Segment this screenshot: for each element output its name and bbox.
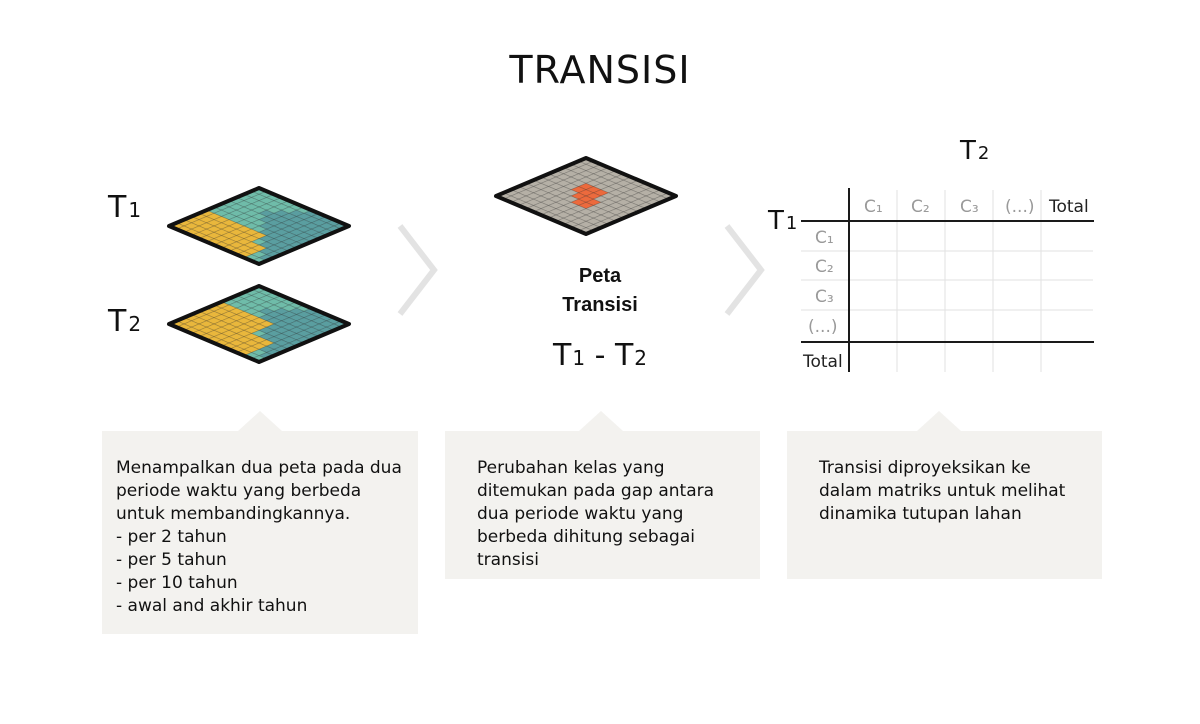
description-line: - per 10 tahun — [116, 573, 238, 593]
matrix-col-axis-letter: T — [960, 136, 976, 166]
period-sep: - — [585, 338, 615, 373]
matrix-col-axis-sub: 2 — [977, 143, 990, 164]
description-line: dalam matriks untuk melihat — [819, 481, 1066, 501]
transition-map-title-line2: Transisi — [562, 294, 638, 316]
description-line: berbeda dihitung sebagai — [477, 527, 695, 547]
description-text: Transisi diproyeksikan ke dalam matriks … — [819, 457, 1065, 526]
description-line: dinamika tutupan lahan — [819, 504, 1022, 524]
map-t1 — [167, 186, 351, 266]
matrix-row-header-total: Total — [803, 352, 843, 372]
t2-sub: 2 — [128, 312, 142, 336]
description-line: ditemukan pada gap antara — [477, 481, 715, 501]
map-transition — [494, 156, 678, 236]
description-text: Perubahan kelas yang ditemukan pada gap … — [477, 457, 714, 572]
matrix-row-header: C₂ — [815, 257, 834, 277]
description-text: Menampalkan dua peta pada dua periode wa… — [116, 457, 402, 618]
matrix-col-header: C₁ — [864, 197, 883, 217]
box-pointer — [917, 411, 961, 431]
matrix-col-header-total: Total — [1049, 197, 1089, 217]
description-line: periode waktu yang berbeda — [116, 481, 362, 501]
t2-letter: T — [108, 304, 127, 339]
description-box-matrix: Transisi diproyeksikan ke dalam matriks … — [787, 411, 1102, 579]
box-pointer — [238, 411, 282, 431]
matrix-row-header: C₁ — [815, 228, 834, 248]
chevron-right-icon — [397, 224, 438, 316]
page-title: TRANSISI — [509, 48, 691, 92]
description-line: - awal and akhir tahun — [116, 596, 308, 616]
description-line: - per 2 tahun — [116, 527, 227, 547]
matrix-row-header: C₃ — [815, 287, 834, 307]
chevron-right-icon — [724, 224, 765, 316]
transition-map-title: Peta Transisi — [480, 262, 720, 320]
period-a-sub: 1 — [572, 346, 586, 370]
description-line: Perubahan kelas yang — [477, 458, 665, 478]
period-b: T — [614, 338, 634, 373]
description-box-overlay: Menampalkan dua peta pada dua periode wa… — [102, 411, 418, 634]
transition-map-title-line1: Peta — [578, 265, 622, 287]
description-line: Transisi diproyeksikan ke — [819, 458, 1031, 478]
period-a: T — [552, 338, 572, 373]
matrix-row-axis-sub: 1 — [785, 213, 798, 234]
period-b-sub: 2 — [634, 346, 648, 370]
description-line: - per 5 tahun — [116, 550, 227, 570]
description-box-transition: Perubahan kelas yang ditemukan pada gap … — [445, 411, 760, 579]
map-t2 — [167, 284, 351, 364]
t1-letter: T — [108, 190, 127, 225]
box-pointer — [579, 411, 623, 431]
matrix-col-header: C₃ — [960, 197, 979, 217]
matrix-col-header: C₂ — [911, 197, 930, 217]
matrix-col-header: (...) — [1005, 197, 1035, 217]
matrix-row-axis-letter: T — [768, 206, 784, 236]
description-line: Menampalkan dua peta pada dua — [116, 458, 402, 478]
description-line: dua periode waktu yang — [477, 504, 684, 524]
description-line: untuk membandingkannya. — [116, 504, 351, 524]
period-label: T1 - T2 — [480, 338, 720, 373]
description-line: transisi — [477, 550, 540, 570]
t1-sub: 1 — [128, 198, 142, 222]
matrix-row-header: (...) — [808, 317, 838, 337]
